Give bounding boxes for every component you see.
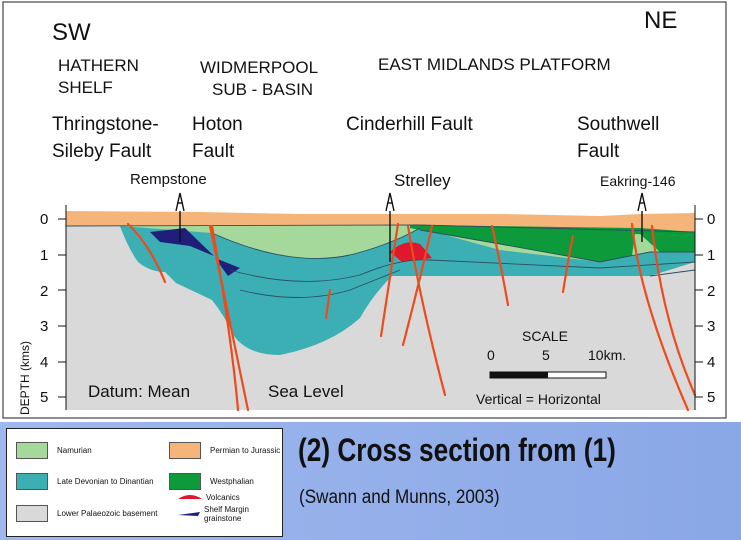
region-hathern-line1: HATHERN bbox=[58, 56, 139, 75]
devonian-unit bbox=[66, 224, 695, 355]
legend-label: Westphalian bbox=[210, 477, 254, 486]
depth-ticks-right: 0 1 2 3 4 5 bbox=[707, 211, 715, 406]
legend-item-namurian: Namurian bbox=[16, 442, 92, 459]
region-platform: EAST MIDLANDS PLATFORM bbox=[378, 55, 611, 74]
caption-title: (2) Cross section from (1) bbox=[298, 432, 616, 468]
region-widmerpool-line2: SUB - BASIN bbox=[212, 80, 313, 99]
legend-label: Late Devonian to Dinantian bbox=[57, 477, 154, 486]
volcanics-unit bbox=[390, 242, 432, 262]
depth-tick-label: 4 bbox=[707, 354, 715, 371]
region-hathern-line2: SHELF bbox=[58, 78, 113, 97]
westphalian-unit bbox=[410, 224, 695, 262]
scale-tick-10: 10km. bbox=[588, 347, 626, 363]
namurian-swatch bbox=[16, 442, 48, 459]
depth-tick-label: 0 bbox=[707, 211, 715, 228]
scale-title: SCALE bbox=[522, 328, 568, 344]
devonian-swatch bbox=[16, 473, 48, 490]
depth-tick-label: 1 bbox=[40, 247, 48, 264]
grainstone-swatch bbox=[178, 512, 200, 516]
grainstone-unit bbox=[150, 228, 214, 256]
datum-right: Sea Level bbox=[268, 382, 344, 401]
well-strelley: Strelley bbox=[394, 171, 451, 190]
depth-tick-label: 5 bbox=[40, 389, 48, 406]
permian-unit bbox=[66, 211, 695, 232]
legend-label: Lower Palaeozoic basement bbox=[57, 509, 158, 518]
horizon-lines bbox=[65, 224, 696, 298]
region-widmerpool-line1: WIDMERPOOL bbox=[200, 58, 318, 77]
fault-thringstone-line1: Thringstone- bbox=[52, 114, 159, 135]
basement-swatch bbox=[16, 505, 48, 522]
well-rempstone: Rempstone bbox=[130, 171, 207, 188]
fault-hoton-line2: Fault bbox=[192, 141, 235, 162]
scale-bar bbox=[489, 371, 607, 379]
legend-item-westphalian: Westphalian bbox=[169, 473, 254, 490]
legend-item-basement: Lower Palaeozoic basement bbox=[16, 505, 158, 522]
legend-item-permian: Permian to Jurassic bbox=[169, 442, 280, 459]
depth-tick-label: 2 bbox=[707, 283, 715, 300]
depth-tick-label: 0 bbox=[40, 211, 48, 228]
depth-tick-label: 3 bbox=[707, 318, 715, 335]
depth-ticks-left: 0 1 2 3 4 5 bbox=[40, 211, 48, 406]
legend-label: Namurian bbox=[57, 446, 92, 455]
legend-label: Permian to Jurassic bbox=[210, 446, 281, 455]
orientation-sw: SW bbox=[52, 19, 91, 46]
cross-section-diagram: 0 1 2 3 4 5 0 1 2 3 4 5 DEPTH (kms) SW N bbox=[2, 1, 727, 419]
caption-citation: (Swann and Munns, 2003) bbox=[299, 487, 500, 508]
depth-axis-label: DEPTH (kms) bbox=[18, 341, 32, 415]
fault-southwell-line1: Southwell bbox=[577, 114, 659, 135]
fault-thringstone-line2: Sileby Fault bbox=[52, 141, 152, 162]
scale-note: Vertical = Horizontal bbox=[476, 391, 601, 407]
westphalian-swatch bbox=[169, 473, 201, 490]
depth-tick-label: 2 bbox=[40, 283, 48, 300]
depth-tick-label: 3 bbox=[40, 318, 48, 335]
fault-southwell-line2: Fault bbox=[577, 141, 620, 162]
legend-item-devonian: Late Devonian to Dinantian bbox=[16, 473, 154, 490]
volcanics-swatch bbox=[178, 495, 202, 499]
fault-hoton-line1: Hoton bbox=[192, 114, 243, 135]
fault-cinderhill: Cinderhill Fault bbox=[346, 114, 473, 135]
depth-tick-label: 5 bbox=[707, 389, 715, 406]
legend-item-grainstone: Shelf Margin grainstone bbox=[177, 505, 264, 523]
permian-swatch bbox=[169, 442, 201, 459]
scale-tick-5: 5 bbox=[542, 347, 550, 363]
depth-tick-label: 1 bbox=[707, 247, 715, 264]
fault-lines bbox=[126, 222, 697, 412]
well-derricks bbox=[175, 192, 647, 262]
scale-tick-0: 0 bbox=[487, 347, 495, 363]
datum-left: Datum: Mean bbox=[88, 382, 190, 401]
depth-tick-label: 4 bbox=[40, 354, 48, 371]
legend-label: Volcanics bbox=[206, 492, 240, 502]
legend-label: Shelf Margin grainstone bbox=[204, 505, 249, 523]
orientation-ne: NE bbox=[644, 7, 677, 34]
legend-box: Namurian Permian to Jurassic Late Devoni… bbox=[6, 428, 283, 537]
legend-item-volcanics: Volcanics bbox=[177, 492, 240, 502]
well-eakring: Eakring-146 bbox=[600, 173, 676, 189]
